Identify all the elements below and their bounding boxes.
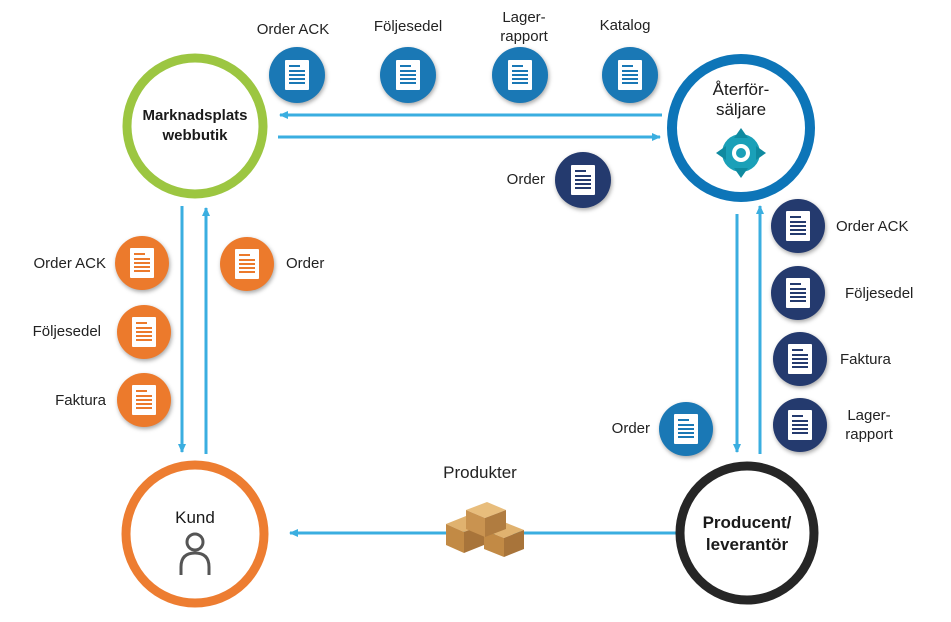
reseller-title-line2: säljare <box>715 100 767 119</box>
producer-title-line1: Producent/ <box>702 513 792 532</box>
top-katalog-label: Katalog <box>599 17 651 34</box>
left-faktura-document-icon <box>117 373 171 427</box>
right-order-document-icon <box>659 402 713 456</box>
dynamics-365-business-central-icon <box>716 128 766 178</box>
right-order-ack-label: Order ACK <box>836 218 909 235</box>
top-lager-line2: rapport <box>500 28 548 45</box>
left-faktura-label: Faktura <box>55 392 106 409</box>
left-order-ack-label: Order ACK <box>33 255 106 272</box>
right-lager-rapport-label: Lager- rapport <box>824 406 914 444</box>
top-foljesedel-label: Följesedel <box>373 18 443 35</box>
producer-node <box>675 461 819 605</box>
right-lager-rapport-document-icon <box>773 398 827 452</box>
producer-title-line2: leverantör <box>705 535 789 554</box>
katalog-document-icon <box>602 47 658 103</box>
marketplace-title-line1: Marknadsplats <box>142 107 248 124</box>
customer-title: Kund <box>175 508 215 527</box>
reseller-title-line1: Återför- <box>712 80 770 99</box>
right-lager-line1: Lager- <box>847 407 891 424</box>
left-foljesedel-document-icon <box>117 305 171 359</box>
right-faktura-document-icon <box>773 332 827 386</box>
left-foljesedel-label: Följesedel <box>32 323 101 340</box>
right-lager-line2: rapport <box>845 426 893 443</box>
reseller-order-document-icon <box>555 152 611 208</box>
right-foljesedel-document-icon <box>771 266 825 320</box>
person-icon <box>179 532 211 575</box>
left-order-document-icon <box>220 237 274 291</box>
marketplace-title-line2: webbutik <box>162 127 228 144</box>
order-ack-document-icon <box>269 47 325 103</box>
lager-rapport-document-icon <box>492 47 548 103</box>
right-order-ack-document-icon <box>771 199 825 253</box>
marketplace-title: Marknadsplats webbutik <box>130 106 260 146</box>
right-order-label: Order <box>611 420 650 437</box>
left-order-label: Order <box>286 255 325 272</box>
reseller-title: Återför- säljare <box>686 80 796 120</box>
top-lager-rapport-label: Lager- rapport <box>474 8 574 46</box>
right-foljesedel-label: Följesedel <box>845 285 914 302</box>
boxes-icon <box>446 502 524 557</box>
top-lager-line1: Lager- <box>502 9 546 26</box>
producer-title: Producent/ leverantör <box>692 512 802 556</box>
foljesedel-document-icon <box>380 47 436 103</box>
left-order-ack-document-icon <box>115 236 169 290</box>
right-faktura-label: Faktura <box>840 351 891 368</box>
marketplace-node <box>122 53 268 199</box>
top-order-ack-label: Order ACK <box>256 21 330 38</box>
products-label: Produkter <box>443 463 517 482</box>
reseller-order-label: Order <box>506 171 545 188</box>
